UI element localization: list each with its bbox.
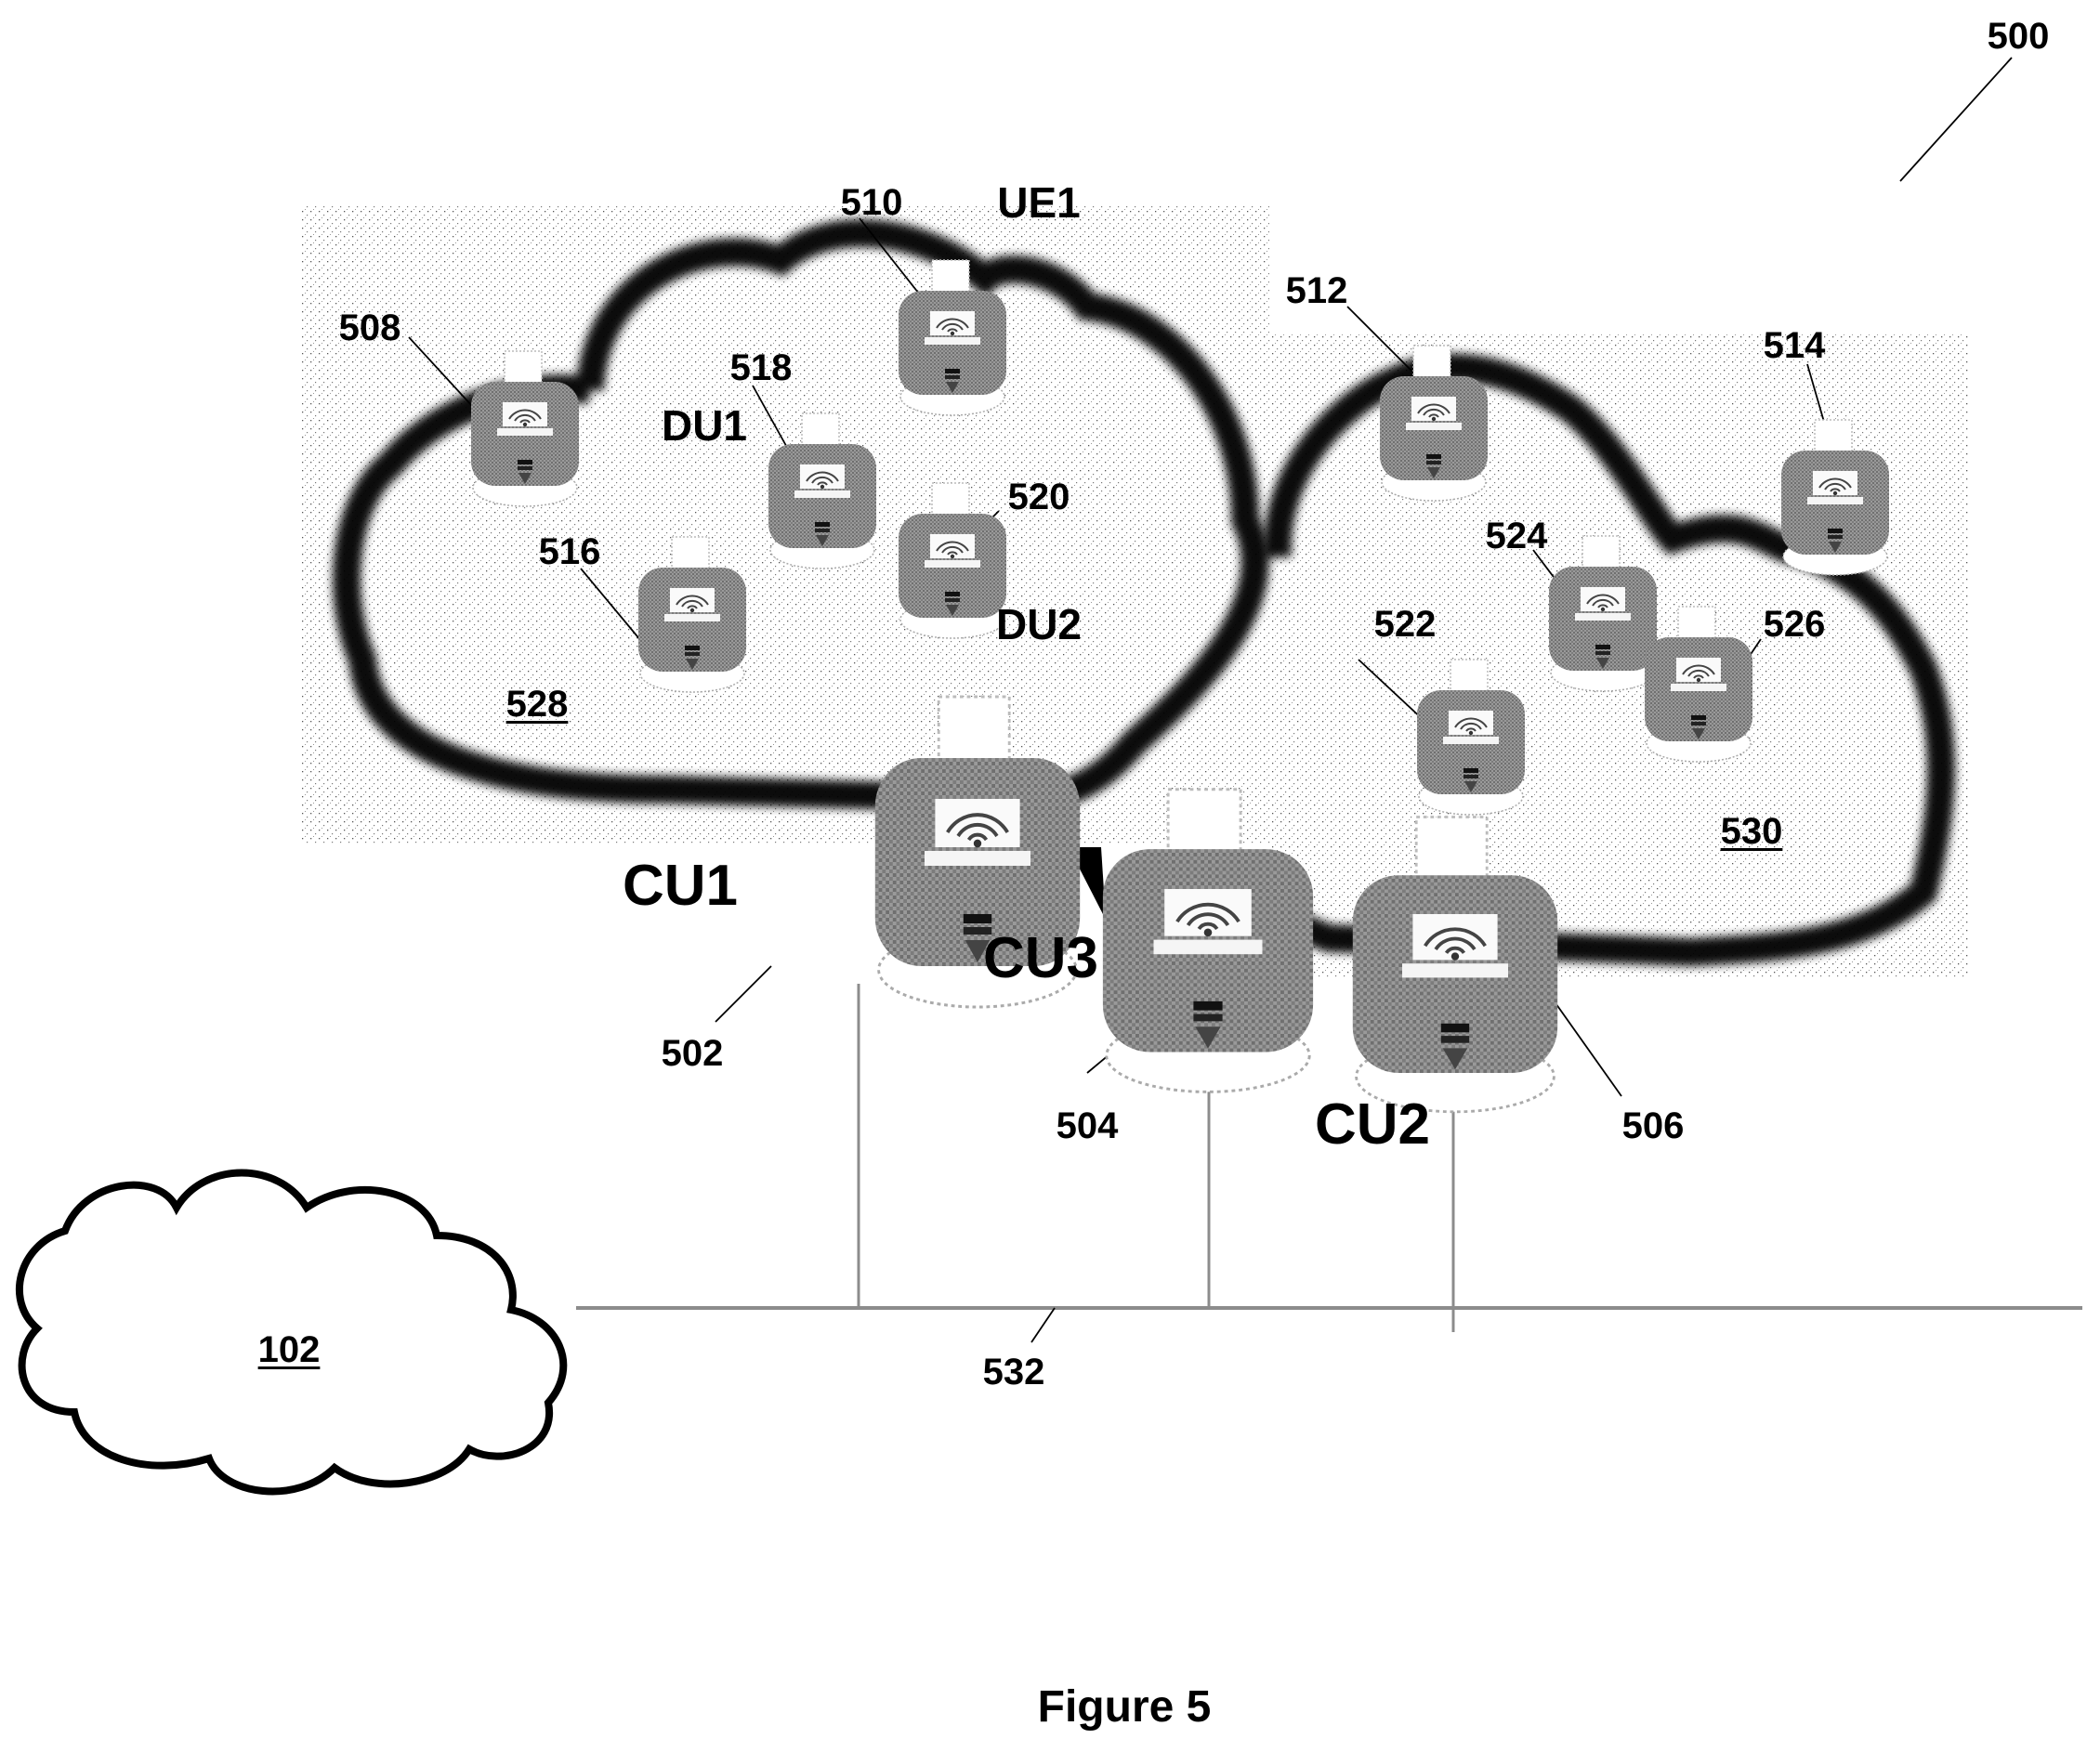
- cu-ref-506: 506: [1622, 1107, 1685, 1144]
- cu-ref-504: 504: [1057, 1107, 1119, 1144]
- node-label-520: 520: [1008, 478, 1070, 516]
- leader-500: [1900, 58, 2012, 181]
- cu-label-cu1: CU1: [623, 857, 738, 915]
- region-label-528: 528: [506, 686, 569, 723]
- node-label-516: 516: [539, 533, 601, 570]
- node-label-510: 510: [841, 184, 903, 221]
- node-label-524: 524: [1486, 517, 1548, 555]
- node-label-514: 514: [1764, 327, 1826, 364]
- leader-532: [1031, 1308, 1055, 1342]
- region-label-530: 530: [1721, 813, 1783, 850]
- role-label-du1: DU1: [662, 404, 747, 447]
- node-label-526: 526: [1764, 606, 1826, 643]
- node-label-522: 522: [1374, 606, 1437, 643]
- figure-reference-500: 500: [1988, 18, 2050, 55]
- cu-ref-502: 502: [662, 1035, 724, 1072]
- bus-label-532: 532: [983, 1353, 1045, 1391]
- external-network-label-102: 102: [258, 1331, 321, 1368]
- node-label-512: 512: [1286, 272, 1348, 309]
- figure-caption: Figure 5: [1038, 1685, 1212, 1730]
- node-label-508: 508: [339, 309, 401, 346]
- role-label-ue1: UE1: [997, 181, 1080, 224]
- node-label-518: 518: [730, 349, 793, 386]
- role-label-du2: DU2: [996, 603, 1082, 646]
- cu-label-cu2: CU2: [1315, 1096, 1430, 1154]
- cu-label-cu3: CU3: [983, 930, 1098, 987]
- leader-502: [715, 966, 771, 1022]
